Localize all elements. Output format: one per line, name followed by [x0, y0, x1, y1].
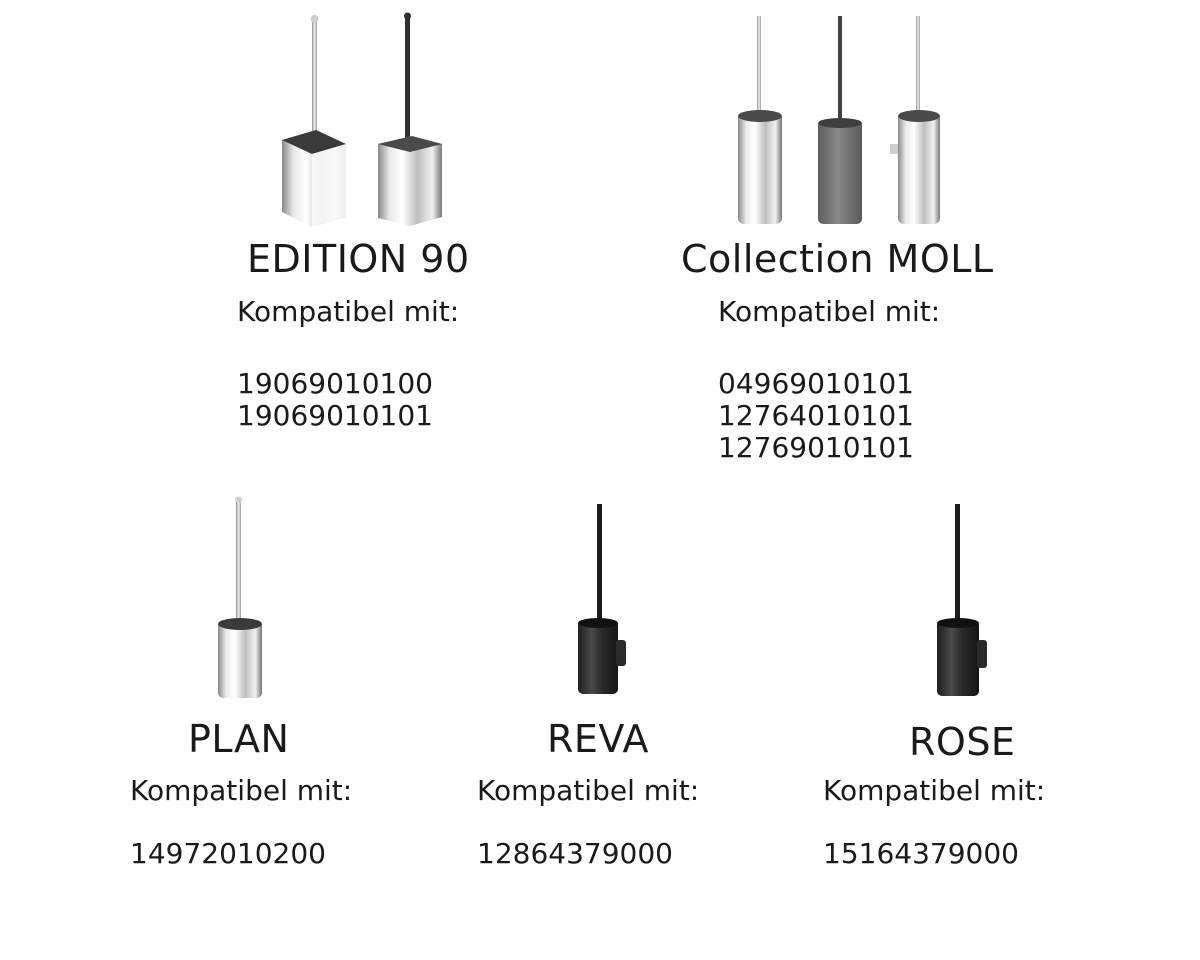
compatible-label: Kompatibel mit: [237, 295, 460, 328]
compatible-label: Kompatibel mit: [477, 774, 700, 807]
compatible-codes-list: 15164379000 [823, 838, 1019, 870]
compatible-codes-list: 12864379000 [477, 838, 673, 870]
compatible-code: 12764010101 [718, 399, 914, 432]
black-wall-toilet-brush-icon [937, 504, 987, 696]
product-title: EDITION 90 [247, 237, 470, 281]
compatible-code: 14972010200 [130, 837, 326, 870]
compatible-code: 19069010100 [237, 367, 433, 400]
compatible-label: Kompatibel mit: [718, 295, 941, 328]
compatible-codes-list: 14972010200 [130, 838, 326, 870]
compatible-code: 19069010101 [237, 399, 433, 432]
compatible-code: 15164379000 [823, 837, 1019, 870]
compatible-code: 12769010101 [718, 431, 914, 464]
product-title: ROSE [909, 720, 1016, 764]
compatible-code: 04969010101 [718, 367, 914, 400]
square-toilet-brush-holders-icon [282, 12, 442, 227]
chrome-cylinder-toilet-brush-icon [218, 496, 262, 698]
compatible-label: Kompatibel mit: [130, 774, 353, 807]
compatible-label: Kompatibel mit: [823, 774, 1046, 807]
product-title: Collection MOLL [681, 237, 994, 281]
compatible-codes-list: 04969010101 12764010101 12769010101 [718, 368, 914, 464]
compatible-code: 12864379000 [477, 837, 673, 870]
cylindrical-toilet-brush-holders-icon [738, 16, 940, 224]
product-title: PLAN [188, 717, 290, 761]
compatible-codes-list: 19069010100 19069010101 [237, 368, 433, 432]
black-wall-toilet-brush-icon [578, 504, 626, 694]
product-title: REVA [547, 717, 649, 761]
